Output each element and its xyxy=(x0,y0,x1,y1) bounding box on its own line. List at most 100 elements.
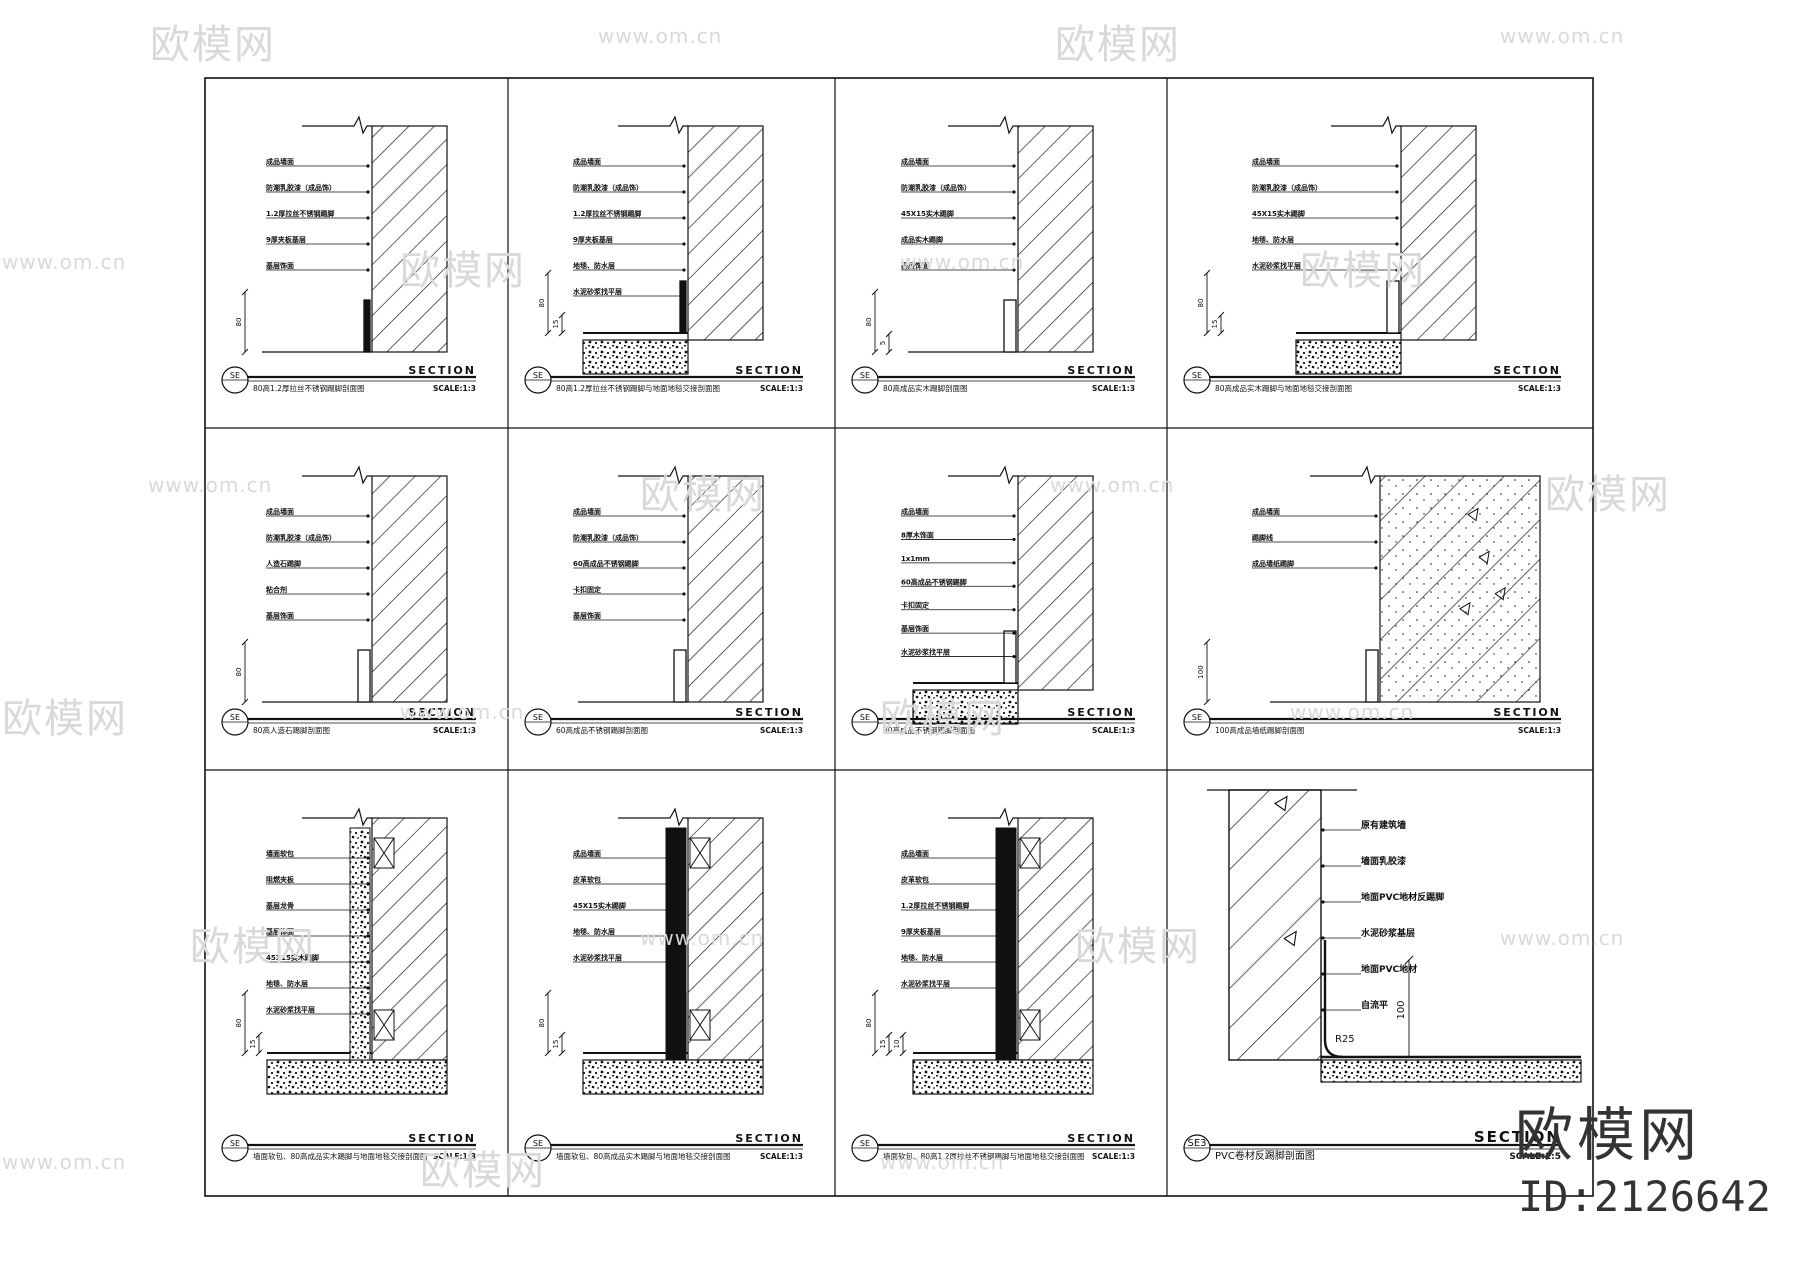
section-heading: SECTION xyxy=(408,364,476,377)
leader-dot xyxy=(366,514,370,518)
watermark-brand: 欧模网 xyxy=(640,472,766,518)
leader-note: 1x1mm xyxy=(901,555,930,563)
watermark-url: www.om.cn xyxy=(400,700,525,724)
leader-dot xyxy=(366,216,370,220)
dimension-tick xyxy=(558,1049,566,1057)
section-code: SE xyxy=(230,1139,240,1148)
aggregate-triangle xyxy=(1478,550,1490,565)
dimension-value: 80 xyxy=(235,1019,243,1028)
leader-note: 基层饰面 xyxy=(572,611,601,620)
dimension-tick xyxy=(899,1049,907,1057)
leader-note: 防潮乳胶漆（成品饰） xyxy=(1252,183,1322,192)
section-heading: SECTION xyxy=(735,706,803,719)
detail-panel: 墙面软包阻燃夹板基层龙骨基层饰面45X15实木踢脚地毯、防水层水泥砂浆找平层80… xyxy=(221,807,476,1162)
leader-note: 皮革软包 xyxy=(900,875,929,884)
leader-note: 9厚夹板基层 xyxy=(901,927,941,936)
section-scale: SCALE:1:3 xyxy=(1092,384,1135,393)
leader-note: 成品墙面 xyxy=(1252,507,1280,516)
break-line xyxy=(948,465,1018,485)
dimension-tick xyxy=(255,1049,263,1057)
leader-dot xyxy=(366,268,370,272)
wall-cladding xyxy=(349,827,371,1061)
watermark-brand-large: 欧模网 xyxy=(1515,1101,1702,1169)
timber-block-cross xyxy=(1019,1009,1041,1041)
dimension-tick xyxy=(544,269,552,277)
wall-section xyxy=(687,125,764,341)
leader-note: 1.2厚拉丝不锈钢踢脚 xyxy=(266,209,334,218)
leader-dot xyxy=(1395,268,1399,272)
section-scale: SCALE:1:3 xyxy=(433,726,476,735)
leader-note: 防潮乳胶漆（成品饰） xyxy=(573,183,643,192)
dimension-tick xyxy=(241,348,249,356)
dimension-value: 15 xyxy=(552,1040,560,1049)
leader-dot xyxy=(1012,631,1016,635)
dimension-value: 80 xyxy=(538,1019,546,1028)
leader-note: 水泥砂浆找平层 xyxy=(901,979,950,988)
dimension-tick xyxy=(255,1031,263,1039)
leader-dot xyxy=(682,908,686,912)
leader-note: 45X15实木踢脚 xyxy=(266,953,319,962)
aggregate-triangle xyxy=(1494,586,1506,601)
section-code: SE xyxy=(860,1139,870,1148)
section-caption: 墙面软包、80高1.2厚拉丝不锈钢踢脚与地面地毯交接剖面图 xyxy=(883,1151,1084,1161)
leader-note: 水泥砂浆找平层 xyxy=(901,648,950,657)
break-line xyxy=(302,807,372,827)
detail-panel: 成品墙面防潮乳胶漆（成品饰）1.2厚拉丝不锈钢踢脚9厚夹板基层地毯、防水层水泥砂… xyxy=(524,115,803,394)
section-scale: SCALE:1:3 xyxy=(760,1152,803,1161)
leader-note: 地毯、防水层 xyxy=(901,953,943,962)
detail-panel: 成品墙面防潮乳胶漆（成品饰）45X15实木踢脚地毯、防水层水泥砂浆找平层8015… xyxy=(1183,115,1561,394)
break-line xyxy=(302,465,372,485)
section-code: SE xyxy=(860,713,870,722)
leader-dot xyxy=(1012,190,1016,194)
section-scale: SCALE:1:3 xyxy=(1518,384,1561,393)
leader-note: 水泥砂浆找平层 xyxy=(573,953,622,962)
leader-dot xyxy=(1395,164,1399,168)
leader-note: 墙面软包 xyxy=(266,849,294,858)
dimension-value: 80 xyxy=(235,318,243,327)
leader-dot xyxy=(1321,828,1325,832)
leader-dot xyxy=(1012,608,1016,612)
leader-dot xyxy=(366,960,370,964)
dimension-value: R25 xyxy=(1335,1034,1355,1045)
leader-dot xyxy=(682,190,686,194)
skirting-board xyxy=(363,299,371,353)
leader-note: 防潮乳胶漆（成品饰） xyxy=(266,183,336,192)
section-heading: SECTION xyxy=(1067,1132,1135,1145)
dimension-value: 80 xyxy=(1197,299,1205,308)
dimension-value: 15 xyxy=(552,320,560,329)
section-scale: SCALE:1:3 xyxy=(760,726,803,735)
leader-dot xyxy=(366,190,370,194)
leader-dot xyxy=(682,540,686,544)
leader-dot xyxy=(366,882,370,886)
leader-note: 防潮乳胶漆（成品饰） xyxy=(901,183,971,192)
leader-note: 8厚木饰面 xyxy=(901,530,934,539)
leader-dot xyxy=(1374,514,1378,518)
leader-note: 成品墙面 xyxy=(1252,157,1280,166)
leader-dot xyxy=(1395,216,1399,220)
dimension-value: 80 xyxy=(538,299,546,308)
watermark-url: www.om.cn xyxy=(1500,926,1625,950)
dimension-tick xyxy=(241,1049,249,1057)
leader-note: 自流平 xyxy=(1361,999,1388,1011)
leader-dot xyxy=(1012,268,1016,272)
aggregate-triangle xyxy=(1467,507,1479,522)
dimension-tick xyxy=(241,698,249,706)
leader-dot xyxy=(682,618,686,622)
leader-dot xyxy=(682,216,686,220)
leader-dot xyxy=(1012,856,1016,860)
leader-dot xyxy=(1012,242,1016,246)
leader-note: 踢脚线 xyxy=(1252,533,1273,542)
dimension-tick xyxy=(544,989,552,997)
timber-block-cross xyxy=(689,837,711,869)
floor-slab xyxy=(1295,339,1402,375)
dimension-tick xyxy=(241,288,249,296)
dimension-tick xyxy=(899,1031,907,1039)
leader-dot xyxy=(1321,972,1325,976)
leader-note: 成品墙面 xyxy=(901,849,929,858)
leader-dot xyxy=(366,986,370,990)
dimension-tick xyxy=(871,288,879,296)
